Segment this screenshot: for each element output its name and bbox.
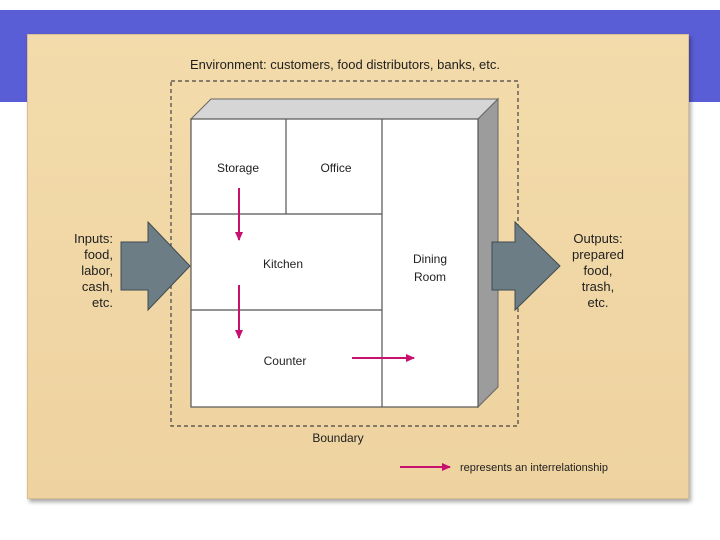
svg-text:Inputs:: Inputs: <box>74 231 113 246</box>
svg-text:food,: food, <box>84 247 113 262</box>
svg-text:prepared: prepared <box>572 247 624 262</box>
room-office-label: Office <box>320 161 351 175</box>
room-storage-label: Storage <box>217 161 259 175</box>
input-arrow <box>120 220 191 312</box>
room-dining-label-line2: Room <box>414 270 446 284</box>
building-top-face <box>189 98 500 120</box>
svg-text:food,: food, <box>584 263 613 278</box>
svg-text:cash,: cash, <box>82 279 113 294</box>
legend-label: represents an interrelationship <box>460 462 608 474</box>
output-arrow <box>491 220 561 312</box>
inputs-label: Inputs: food, labor, cash, etc. <box>74 231 113 310</box>
svg-text:etc.: etc. <box>588 295 609 310</box>
svg-text:trash,: trash, <box>582 279 615 294</box>
room-counter-label: Counter <box>264 354 307 368</box>
room-dining-label-line1: Dining <box>413 252 447 266</box>
svg-text:labor,: labor, <box>81 263 113 278</box>
outputs-label: Outputs: prepared food, trash, etc. <box>572 231 624 310</box>
svg-text:etc.: etc. <box>92 295 113 310</box>
svg-text:Outputs:: Outputs: <box>573 231 622 246</box>
building-front <box>190 118 479 408</box>
environment-label: Environment: customers, food distributor… <box>190 57 500 72</box>
boundary-label: Boundary <box>312 431 363 445</box>
room-kitchen-label: Kitchen <box>263 257 303 271</box>
